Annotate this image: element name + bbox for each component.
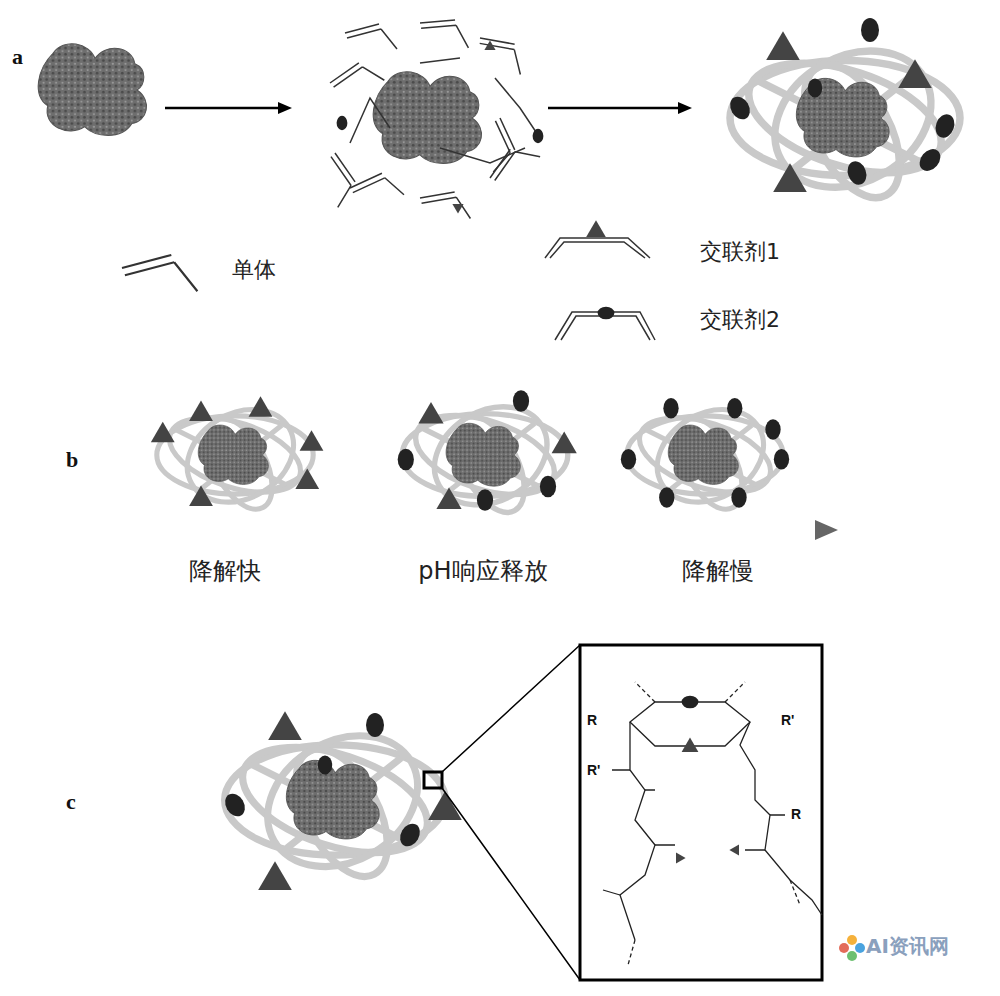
group-symbol: R' [586, 763, 601, 778]
group-symbol: R [790, 807, 802, 822]
process-caption: pH响应释放 [418, 558, 547, 584]
process-caption: 降解快 [189, 558, 261, 584]
legend-text: 交联剂1 [700, 240, 780, 264]
group-symbol: R [586, 713, 598, 728]
group-symbol: R' [780, 713, 795, 728]
legend-text: 单体 [232, 258, 276, 282]
panel-letter: a [12, 45, 23, 69]
panel-letter: b [66, 448, 78, 472]
panel-letter: c [66, 790, 76, 814]
watermark: AI资讯网 [866, 935, 949, 957]
process-caption: 降解慢 [682, 558, 754, 584]
legend-text: 交联剂2 [700, 308, 780, 332]
